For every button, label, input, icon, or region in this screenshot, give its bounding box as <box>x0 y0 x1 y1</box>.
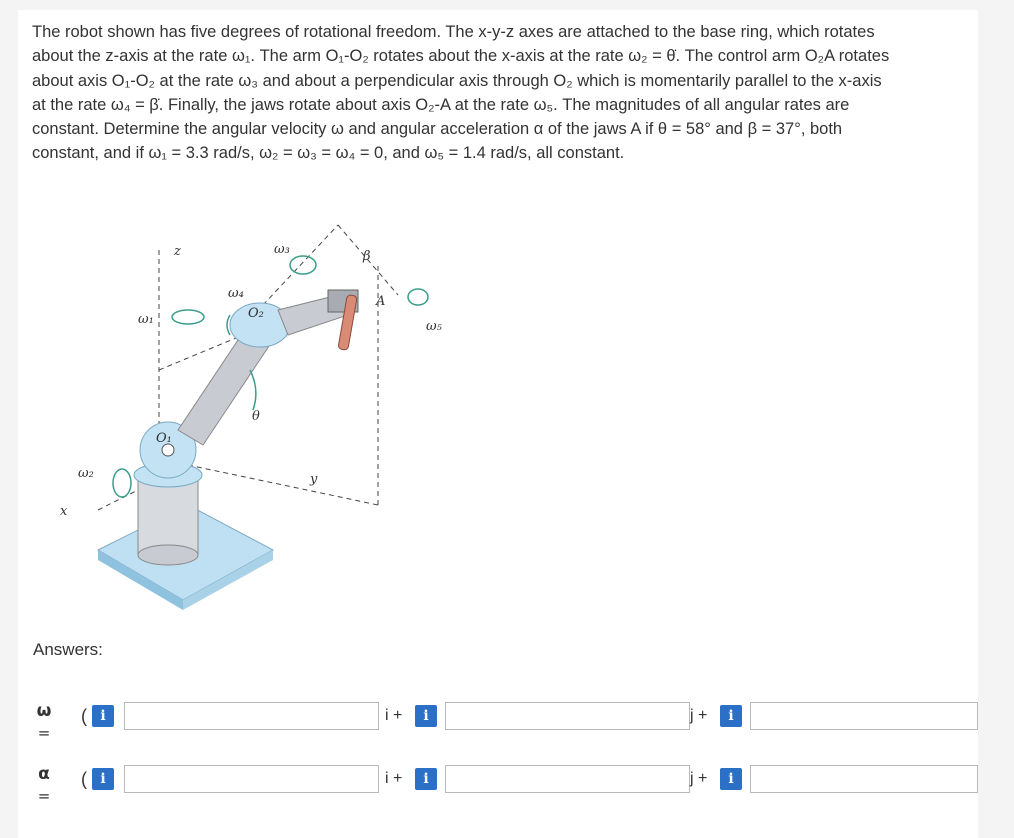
problem-line: constant. Determine the angular velocity… <box>32 120 843 139</box>
alpha-answer-row: α= ( i i + i j + i <box>33 765 978 805</box>
alpha-j-input[interactable] <box>445 765 690 793</box>
omega-i-input[interactable] <box>124 702 379 730</box>
problem-line: about axis O₁-O₂ at the rate ω₃ and abou… <box>32 71 882 90</box>
base-side <box>98 550 183 610</box>
unit-j: j + <box>690 707 708 724</box>
y-axis-label: y <box>309 472 318 487</box>
alpha-i-input[interactable] <box>124 765 379 793</box>
omega4-label: ω₄ <box>228 286 244 301</box>
info-button[interactable]: i <box>720 705 742 727</box>
column-bottom <box>137 544 199 566</box>
omega-symbol: ω= <box>36 701 52 742</box>
omega1-label: ω₁ <box>138 312 154 327</box>
rotation-arrows <box>112 255 429 498</box>
column <box>137 474 199 556</box>
problem-line: at the rate ω₄ = β̇. Finally, the jaws r… <box>32 95 850 114</box>
o2-label: O₂ <box>248 306 264 321</box>
unit-j: j + <box>690 770 708 787</box>
o1-label: O₁ <box>156 431 172 446</box>
base-side <box>183 550 273 610</box>
question-card: The robot shown has five degrees of rota… <box>18 10 978 838</box>
beta-label: β <box>362 249 371 264</box>
problem-line: The robot shown has five degrees of rota… <box>32 23 875 41</box>
info-button[interactable]: i <box>92 768 114 790</box>
answers-heading: Answers: <box>33 640 103 659</box>
info-button[interactable]: i <box>415 768 437 790</box>
omega5-label: ω₅ <box>426 319 443 334</box>
a-label: A <box>375 294 385 309</box>
open-paren: ( <box>81 769 87 789</box>
problem-line: about the z-axis at the rate ω₁. The arm… <box>32 47 890 66</box>
jaw-object <box>338 294 358 351</box>
omega2-label: ω₂ <box>78 466 94 481</box>
open-paren: ( <box>81 706 87 726</box>
problem-line: constant, and if ω₁ = 3.3 rad/s, ω₂ = ω₃… <box>32 144 625 163</box>
o1-pin <box>161 443 175 457</box>
info-button[interactable]: i <box>720 768 742 790</box>
info-button[interactable]: i <box>415 705 437 727</box>
unit-i: i + <box>385 770 403 787</box>
z-axis-label: z <box>173 244 181 259</box>
unit-i: i + <box>385 707 403 724</box>
omega3-label: ω₃ <box>274 242 290 257</box>
problem-statement: The robot shown has five degrees of rota… <box>32 20 962 166</box>
info-button[interactable]: i <box>92 705 114 727</box>
omega-k-input[interactable] <box>750 702 978 730</box>
omega-answer-row: ω= ( i i + i j + i <box>33 702 978 742</box>
alpha-k-input[interactable] <box>750 765 978 793</box>
alpha-symbol: α= <box>37 764 51 805</box>
robot-arm-figure: z x y ω₁ ω₂ ω₃ ω₄ ω₅ O₁ O₂ A θ β <box>60 224 443 610</box>
theta-label: θ <box>252 409 260 424</box>
x-axis-label: x <box>60 504 68 519</box>
omega-j-input[interactable] <box>445 702 690 730</box>
